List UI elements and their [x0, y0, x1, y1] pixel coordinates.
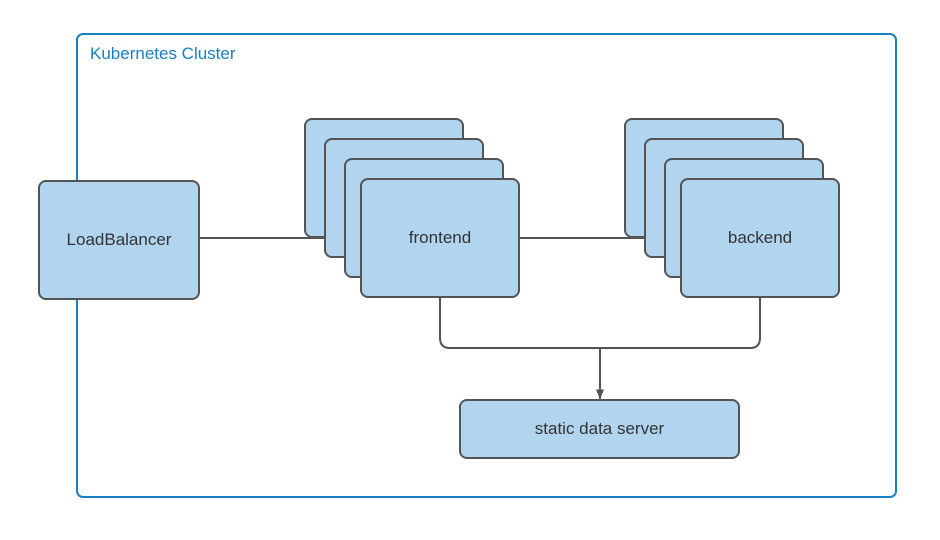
node-backend[interactable]: backend: [680, 178, 840, 298]
node-loadbalancer[interactable]: LoadBalancer: [38, 180, 200, 300]
node-frontend[interactable]: frontend: [360, 178, 520, 298]
kubernetes-cluster-label: Kubernetes Cluster: [90, 44, 236, 63]
node-backend-stack[interactable]: backend: [624, 118, 840, 298]
node-frontend-stack[interactable]: frontend: [304, 118, 520, 298]
node-static-data-server[interactable]: static data server: [459, 399, 740, 459]
